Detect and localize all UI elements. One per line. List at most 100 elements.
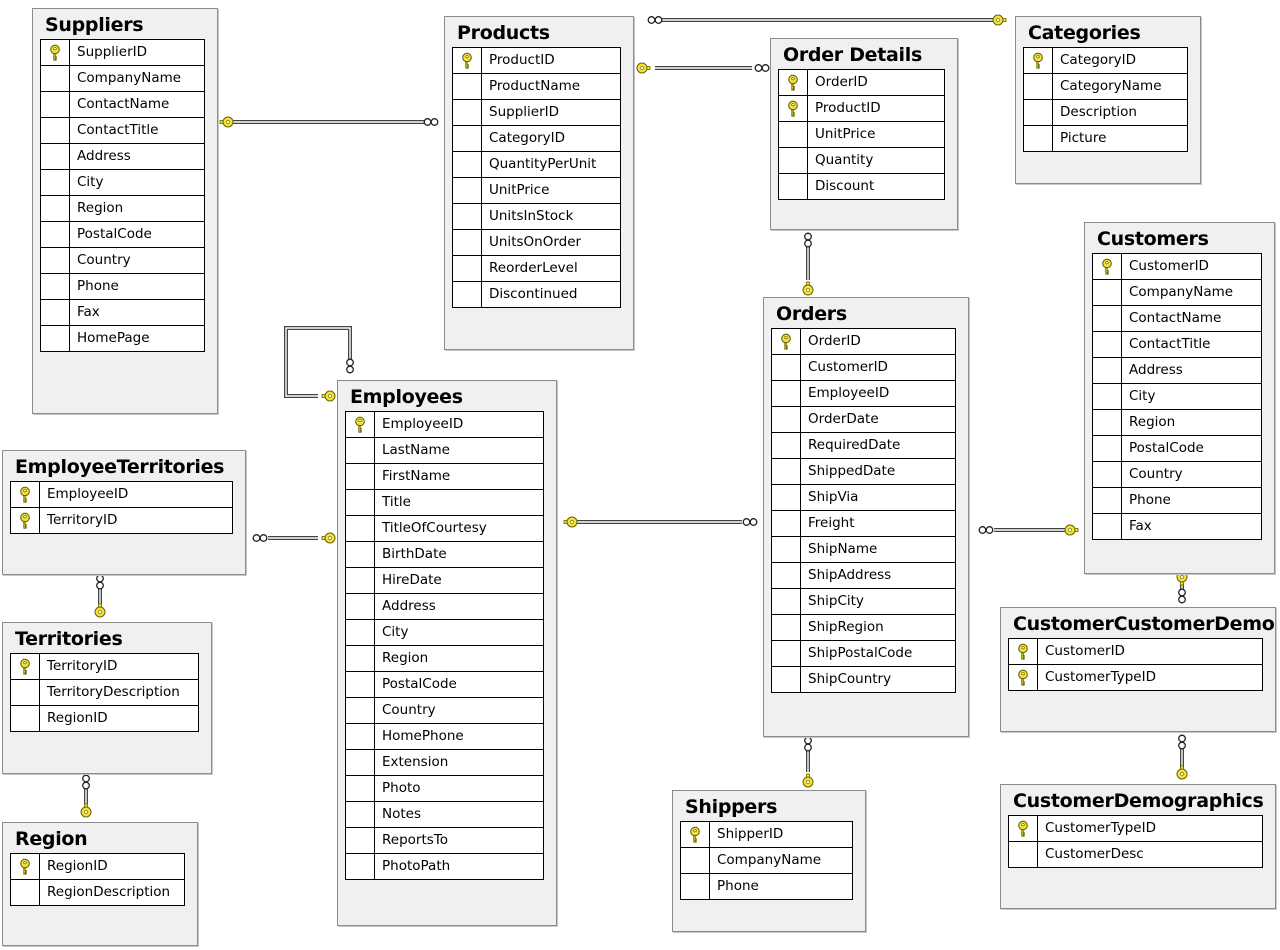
column-row-contact-title[interactable]: ContactTitle [41,118,204,144]
column-row-photo[interactable]: Photo [346,776,543,802]
column-row-supplier-id[interactable]: SupplierID [453,100,620,126]
column-row-title[interactable]: Title [346,490,543,516]
column-row-product-name[interactable]: ProductName [453,74,620,100]
row-selector[interactable] [453,256,482,281]
row-selector[interactable] [41,118,70,143]
row-selector[interactable] [346,646,375,671]
column-row-company-name[interactable]: CompanyName [681,848,852,874]
row-selector[interactable] [772,511,801,536]
row-selector[interactable] [1009,665,1038,690]
column-row-contact-name[interactable]: ContactName [41,92,204,118]
column-row-quantity-per-unit[interactable]: QuantityPerUnit [453,152,620,178]
row-selector[interactable] [453,48,482,73]
row-selector[interactable] [11,654,40,679]
column-row-unit-price[interactable]: UnitPrice [779,122,944,148]
column-row-birth-date[interactable]: BirthDate [346,542,543,568]
row-selector[interactable] [681,874,710,899]
column-row-customer-id[interactable]: CustomerID [772,355,955,381]
column-row-employee-id[interactable]: EmployeeID [772,381,955,407]
row-selector[interactable] [346,776,375,801]
row-selector[interactable] [1009,816,1038,841]
column-row-ship-region[interactable]: ShipRegion [772,615,955,641]
column-row-product-id[interactable]: ProductID [779,96,944,122]
column-row-ship-name[interactable]: ShipName [772,537,955,563]
row-selector[interactable] [772,485,801,510]
row-selector[interactable] [1093,462,1122,487]
row-selector[interactable] [772,615,801,640]
row-selector[interactable] [41,300,70,325]
row-selector[interactable] [41,144,70,169]
row-selector[interactable] [346,750,375,775]
row-selector[interactable] [346,490,375,515]
row-selector[interactable] [11,854,40,879]
row-selector[interactable] [772,355,801,380]
row-selector[interactable] [779,148,808,173]
row-selector[interactable] [772,589,801,614]
row-selector[interactable] [346,854,375,879]
column-row-description[interactable]: Description [1024,100,1187,126]
column-row-quantity[interactable]: Quantity [779,148,944,174]
row-selector[interactable] [11,482,40,507]
row-selector[interactable] [1093,514,1122,539]
row-selector[interactable] [779,96,808,121]
column-row-company-name[interactable]: CompanyName [41,66,204,92]
column-row-phone[interactable]: Phone [41,274,204,300]
column-row-first-name[interactable]: FirstName [346,464,543,490]
column-row-picture[interactable]: Picture [1024,126,1187,151]
column-row-region[interactable]: Region [41,196,204,222]
column-row-home-phone[interactable]: HomePhone [346,724,543,750]
row-selector[interactable] [41,248,70,273]
column-row-phone[interactable]: Phone [1093,488,1261,514]
column-row-phone[interactable]: Phone [681,874,852,899]
row-selector[interactable] [453,74,482,99]
column-row-territory-description[interactable]: TerritoryDescription [11,680,198,706]
column-row-supplier-id[interactable]: SupplierID [41,40,204,66]
row-selector[interactable] [772,563,801,588]
column-row-customer-id[interactable]: CustomerID [1009,639,1262,665]
row-selector[interactable] [1093,488,1122,513]
column-row-category-id[interactable]: CategoryID [1024,48,1187,74]
row-selector[interactable] [772,667,801,692]
column-row-shipper-id[interactable]: ShipperID [681,822,852,848]
column-row-order-id[interactable]: OrderID [772,329,955,355]
column-row-photo-path[interactable]: PhotoPath [346,854,543,879]
column-row-category-name[interactable]: CategoryName [1024,74,1187,100]
row-selector[interactable] [453,230,482,255]
row-selector[interactable] [1024,74,1053,99]
row-selector[interactable] [346,724,375,749]
row-selector[interactable] [772,433,801,458]
column-row-units-in-stock[interactable]: UnitsInStock [453,204,620,230]
column-row-ship-postal-code[interactable]: ShipPostalCode [772,641,955,667]
column-row-region-id[interactable]: RegionID [11,706,198,731]
column-row-postal-code[interactable]: PostalCode [346,672,543,698]
row-selector[interactable] [453,282,482,307]
row-selector[interactable] [1093,332,1122,357]
column-row-address[interactable]: Address [1093,358,1261,384]
column-row-ship-address[interactable]: ShipAddress [772,563,955,589]
column-row-last-name[interactable]: LastName [346,438,543,464]
column-row-title-of-courtesy[interactable]: TitleOfCourtesy [346,516,543,542]
column-row-region[interactable]: Region [1093,410,1261,436]
row-selector[interactable] [41,274,70,299]
row-selector[interactable] [772,381,801,406]
row-selector[interactable] [346,594,375,619]
column-row-order-id[interactable]: OrderID [779,70,944,96]
row-selector[interactable] [681,848,710,873]
column-row-contact-name[interactable]: ContactName [1093,306,1261,332]
row-selector[interactable] [41,196,70,221]
column-row-ship-via[interactable]: ShipVia [772,485,955,511]
row-selector[interactable] [681,822,710,847]
row-selector[interactable] [453,100,482,125]
column-row-freight[interactable]: Freight [772,511,955,537]
row-selector[interactable] [11,680,40,705]
column-row-country[interactable]: Country [1093,462,1261,488]
column-row-city[interactable]: City [1093,384,1261,410]
row-selector[interactable] [1093,410,1122,435]
row-selector[interactable] [346,568,375,593]
